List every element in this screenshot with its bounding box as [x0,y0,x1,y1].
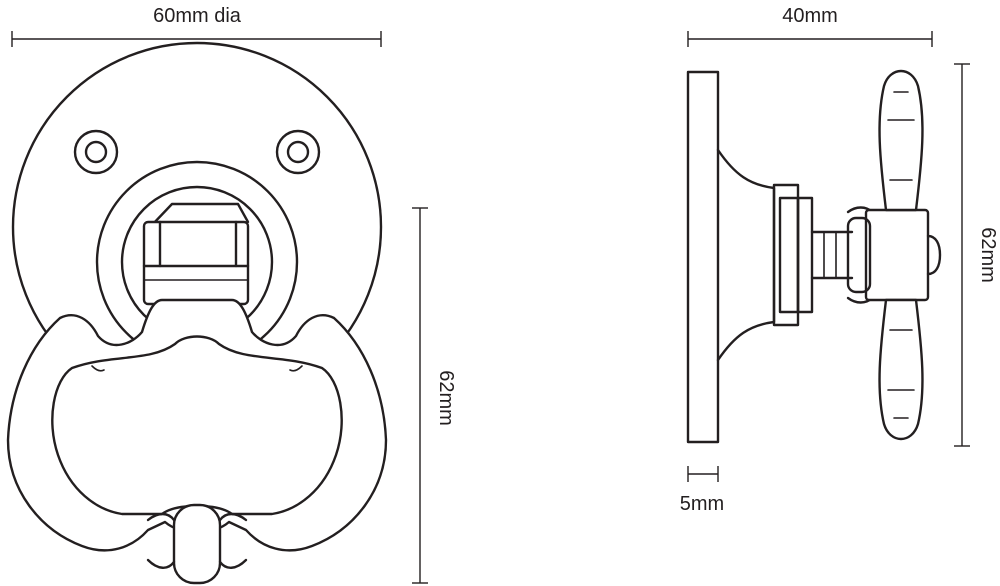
front-view: 60mm dia 62mm [6,5,457,585]
side-height-dimension: 62mm [954,63,999,447]
boss-profile [716,148,776,362]
side-height-label: 62mm [977,227,999,283]
screw-hole-right [275,129,321,175]
front-height-dimension: 62mm [412,207,457,584]
drop-ring-handle [6,298,388,585]
pivot-block-side [846,206,942,304]
front-width-dimension: 60mm dia [11,5,382,47]
ring-profile-top [878,69,924,212]
plate-profile [686,70,720,444]
side-depth-dimension: 40mm [687,5,933,47]
plate-thickness-dimension: 5mm [680,466,724,515]
shaft [810,230,854,280]
front-height-label: 62mm [435,370,457,426]
ring-grip [172,503,222,585]
side-depth-label: 40mm [782,5,838,27]
front-width-label: 60mm dia [153,5,242,27]
plate-thickness-label: 5mm [680,493,724,515]
screw-hole-left [73,129,119,175]
ring-profile-bottom [878,298,924,441]
side-view: 40mm 62mm 5mm [680,5,999,515]
pivot-block [142,202,250,306]
collar [772,183,814,327]
